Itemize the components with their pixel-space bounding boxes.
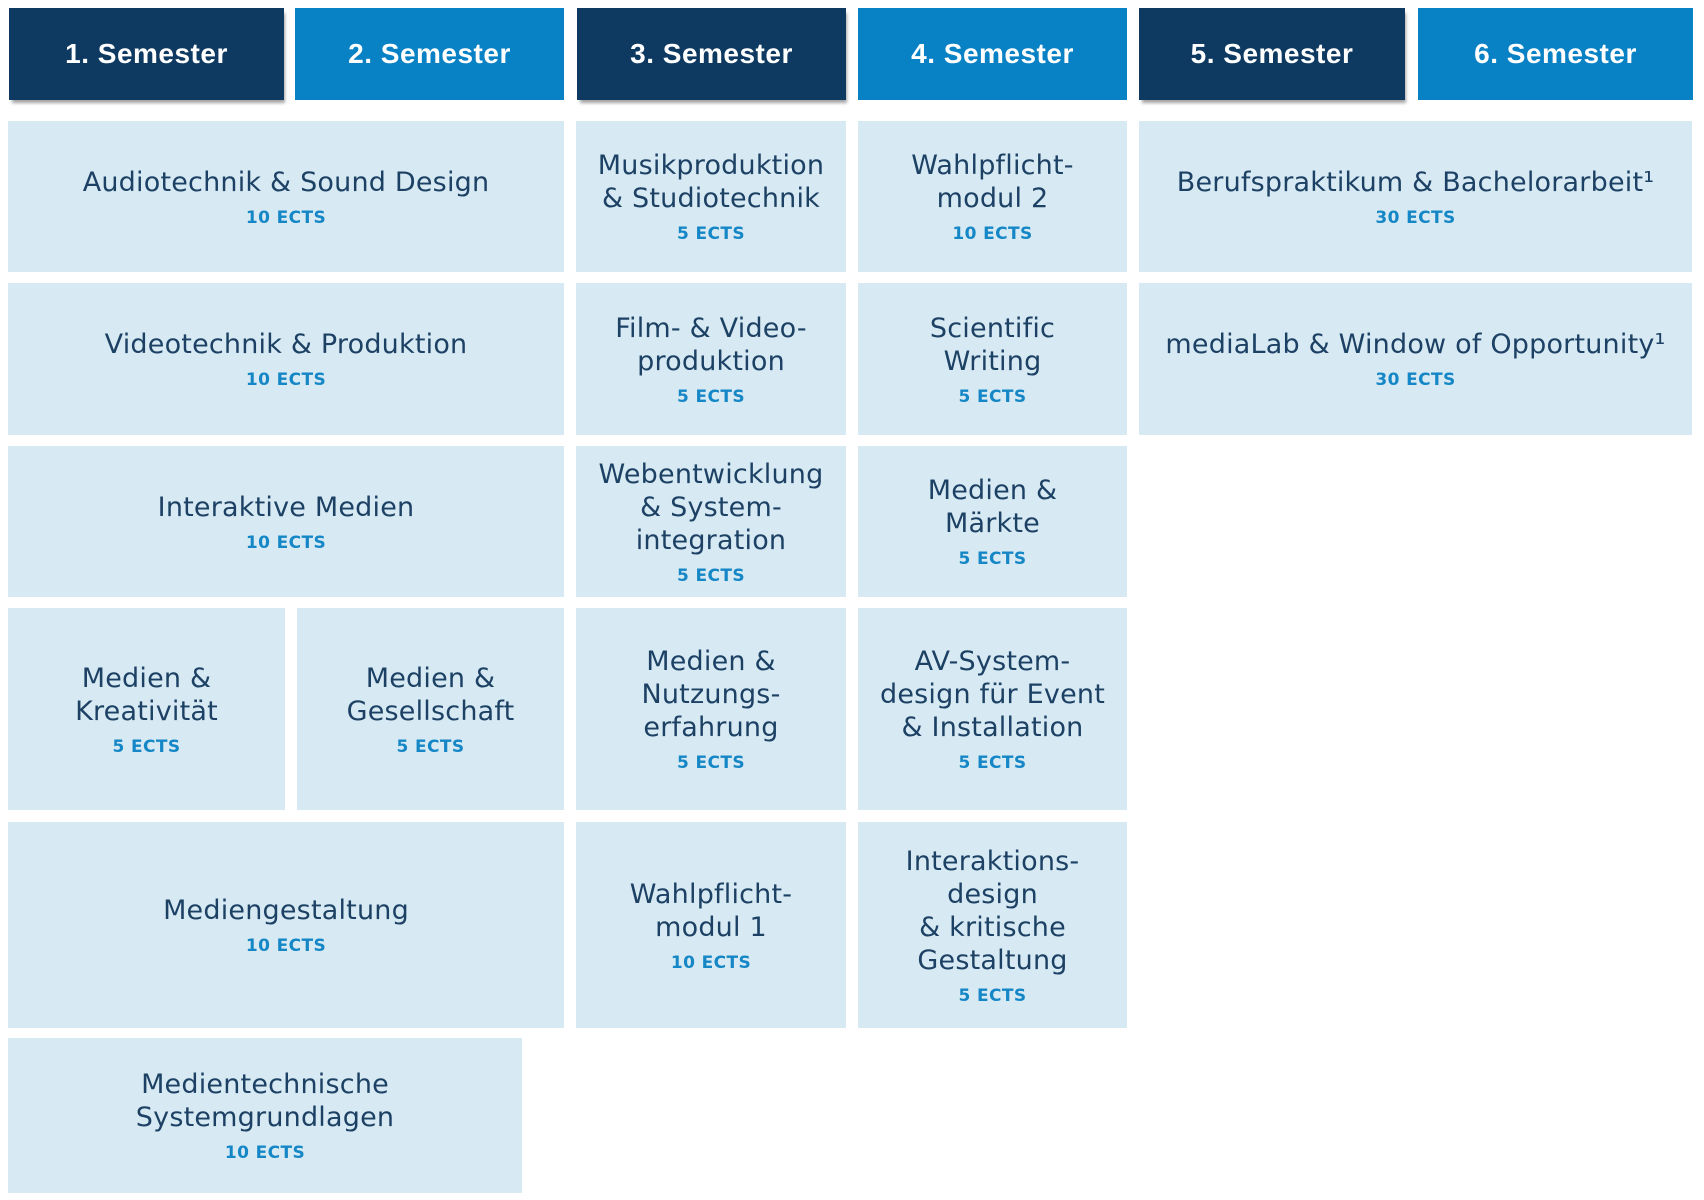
module-ects: 5 ECTS [676, 565, 746, 586]
module-medialab-window-of-opportunity: mediaLab & Window of Opportunity¹ 30 ECT… [1139, 283, 1692, 435]
module-musikproduktion-studiotechnik: Musikproduktion & Studiotechnik 5 ECTS [576, 121, 846, 272]
module-ects: 10 ECTS [670, 952, 752, 973]
module-berufspraktikum-bachelorarbeit: Berufspraktikum & Bachelorarbeit¹ 30 ECT… [1139, 121, 1692, 272]
module-wahlpflichtmodul-1: Wahlpflicht- modul 1 10 ECTS [576, 822, 846, 1028]
module-medientechnische-systemgrundlagen: Medientechnische Systemgrundlagen 10 ECT… [8, 1038, 522, 1193]
module-title: Mediengestaltung [163, 895, 409, 926]
semester-tab-4: 4. Semester [858, 8, 1127, 100]
semester-tab-3: 3. Semester [577, 8, 846, 100]
module-ects: 5 ECTS [958, 753, 1027, 773]
module-title: Medientechnische Systemgrundlagen [135, 1069, 395, 1133]
module-ects: 10 ECTS [224, 1143, 306, 1163]
module-title: Audiotechnik & Sound Design [82, 166, 490, 198]
module-ects: 5 ECTS [676, 224, 746, 244]
module-title: AV-System- design für Event & Installati… [879, 646, 1105, 743]
module-ects: 5 ECTS [676, 386, 746, 407]
module-ects: 30 ECTS [1375, 207, 1456, 228]
semester-tab-5: 5. Semester [1139, 8, 1405, 100]
module-title: mediaLab & Window of Opportunity¹ [1165, 329, 1666, 360]
module-medien-nutzungserfahrung: Medien & Nutzungs- erfahrung 5 ECTS [576, 608, 846, 810]
module-interaktive-medien: Interaktive Medien 10 ECTS [8, 446, 564, 597]
module-ects: 10 ECTS [245, 532, 327, 553]
module-ects: 5 ECTS [958, 985, 1027, 1006]
module-title: Medien & Kreativität [75, 662, 218, 727]
module-title: Film- & Video- produktion [615, 312, 807, 377]
module-videotechnik-produktion: Videotechnik & Produktion 10 ECTS [8, 283, 564, 435]
module-title: Interaktions- design & kritische Gestalt… [905, 845, 1080, 976]
module-ects: 5 ECTS [958, 386, 1027, 407]
module-title: Musikproduktion & Studiotechnik [597, 150, 825, 214]
module-audiotechnik-sound-design: Audiotechnik & Sound Design 10 ECTS [8, 121, 564, 272]
module-title: Scientific Writing [929, 312, 1056, 377]
module-webentwicklung-systemintegration: Webentwicklung & System- integration 5 E… [576, 446, 846, 597]
module-ects: 10 ECTS [245, 370, 327, 390]
module-ects: 5 ECTS [958, 549, 1027, 569]
semester-tab-1: 1. Semester [9, 8, 284, 100]
module-title: Berufspraktikum & Bachelorarbeit¹ [1176, 166, 1655, 198]
module-mediengestaltung: Mediengestaltung 10 ECTS [8, 822, 564, 1028]
module-ects: 5 ECTS [396, 736, 465, 757]
module-title: Interaktive Medien [157, 491, 415, 523]
module-scientific-writing: Scientific Writing 5 ECTS [858, 283, 1127, 435]
module-title: Medien & Märkte [927, 475, 1058, 539]
module-wahlpflichtmodul-2: Wahlpflicht- modul 2 10 ECTS [858, 121, 1127, 272]
module-ects: 30 ECTS [1375, 370, 1456, 390]
module-title: Medien & Nutzungs- erfahrung [641, 646, 781, 743]
module-medien-maerkte: Medien & Märkte 5 ECTS [858, 446, 1127, 597]
module-av-systemdesign-event-installation: AV-System- design für Event & Installati… [858, 608, 1127, 810]
module-ects: 10 ECTS [245, 936, 327, 956]
module-title: Webentwicklung & System- integration [598, 458, 824, 556]
module-interaktionsdesign-kritische-gestaltung: Interaktions- design & kritische Gestalt… [858, 822, 1127, 1028]
module-title: Wahlpflicht- modul 2 [911, 150, 1074, 214]
module-medien-kreativitaet: Medien & Kreativität 5 ECTS [8, 608, 285, 810]
module-title: Videotechnik & Produktion [104, 329, 468, 360]
semester-tab-2: 2. Semester [295, 8, 564, 100]
module-ects: 5 ECTS [112, 736, 181, 757]
module-title: Wahlpflicht- modul 1 [629, 878, 793, 943]
module-ects: 10 ECTS [952, 224, 1033, 244]
module-ects: 10 ECTS [245, 207, 327, 228]
module-medien-gesellschaft: Medien & Gesellschaft 5 ECTS [297, 608, 564, 810]
semester-tab-6: 6. Semester [1418, 8, 1693, 100]
module-film-videoproduktion: Film- & Video- produktion 5 ECTS [576, 283, 846, 435]
module-ects: 5 ECTS [676, 753, 746, 773]
module-title: Medien & Gesellschaft [346, 662, 515, 727]
